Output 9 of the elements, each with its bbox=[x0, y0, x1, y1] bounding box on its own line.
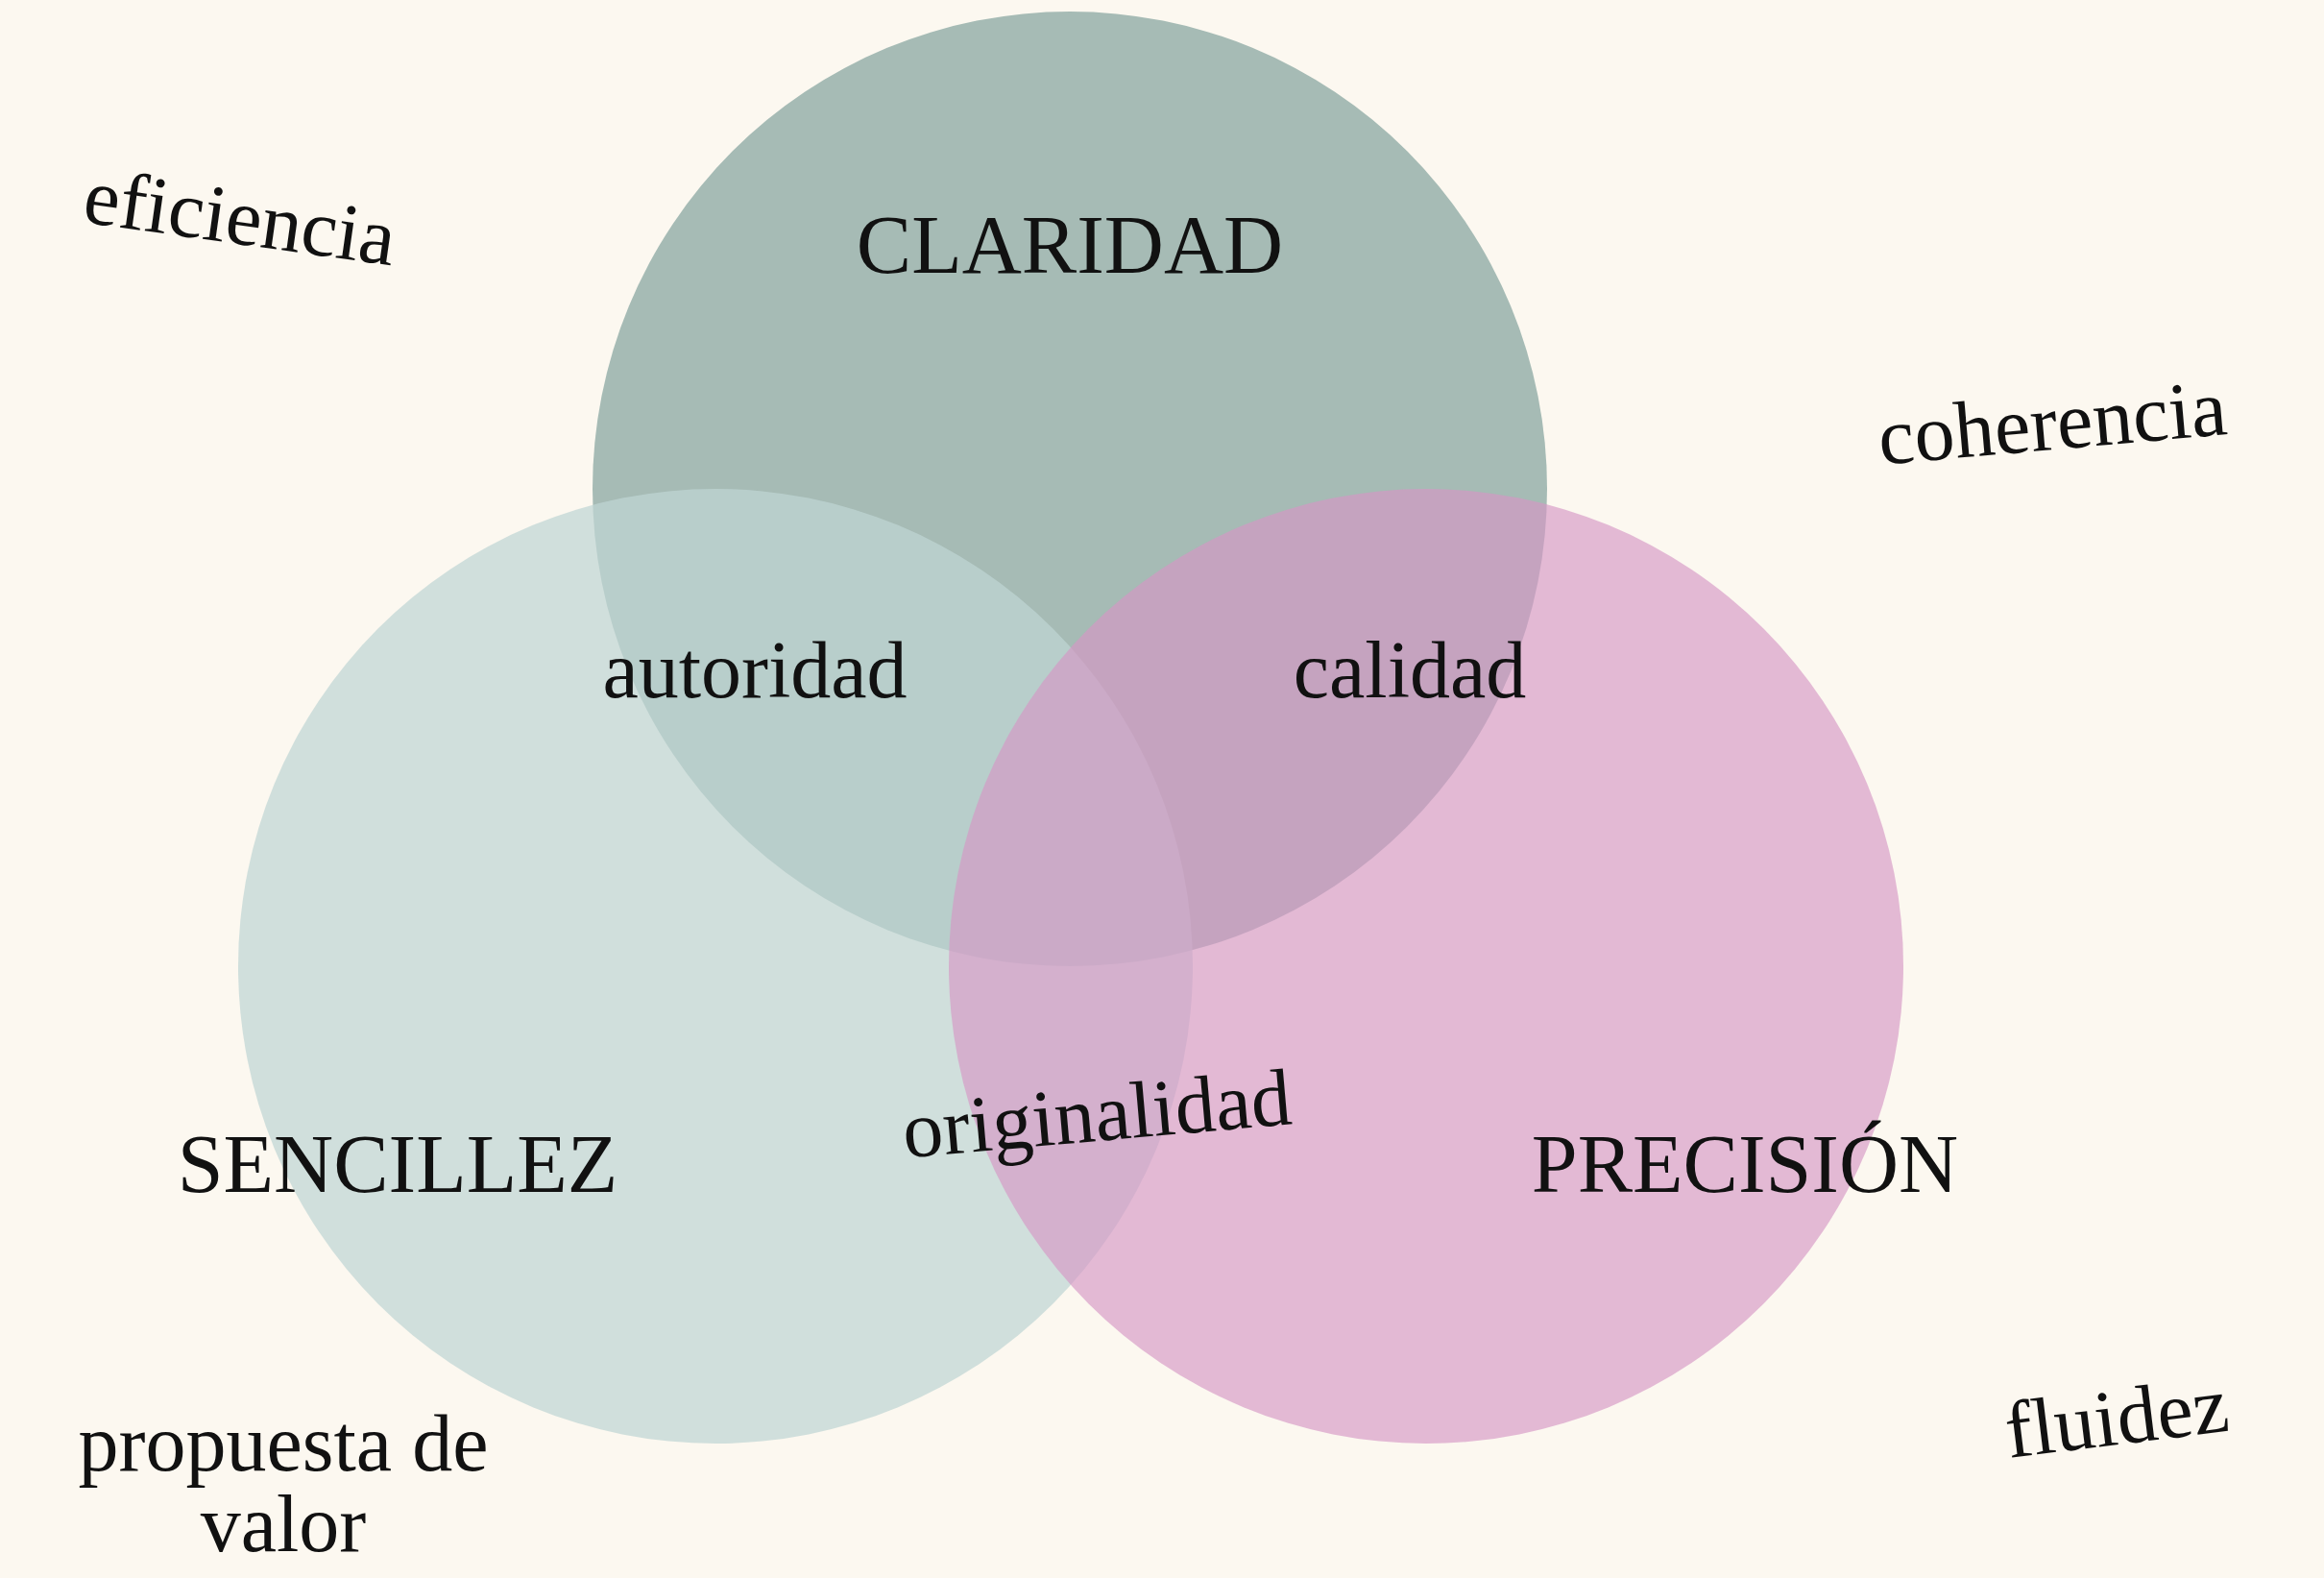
word-label: eficiencia bbox=[79, 155, 401, 279]
word-label: fluidez bbox=[2000, 1364, 2233, 1471]
circle-label: SENCILLEZ bbox=[177, 1123, 618, 1205]
word-label: coherencia bbox=[1875, 367, 2230, 478]
circle-label: CLARIDAD bbox=[856, 204, 1284, 286]
overlap-label: calidad bbox=[1293, 630, 1527, 711]
overlap-label: autoridad bbox=[602, 630, 908, 711]
overlap-label: originalidad bbox=[899, 1056, 1295, 1172]
word-label: propuesta de valor bbox=[77, 1403, 490, 1565]
